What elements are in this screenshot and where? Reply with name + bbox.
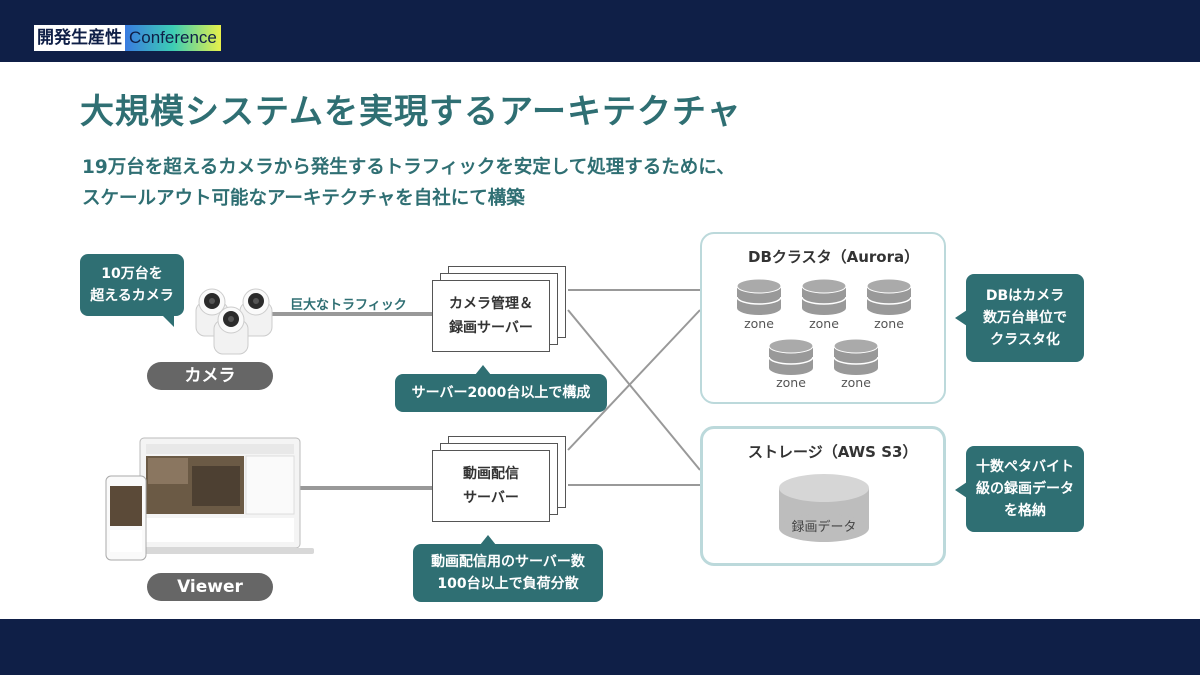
camera-server-stack: カメラ管理＆ 録画サーバー — [432, 266, 566, 352]
camera-count-callout-text: 10万台を 超えるカメラ — [90, 266, 174, 304]
db-cluster-callout-text: DBはカメラ 数万台単位で クラスタ化 — [983, 288, 1067, 348]
storage-cylinder-icon — [779, 474, 869, 542]
streaming-server-label: 動画配信 サーバー — [432, 450, 550, 522]
callout-tail — [480, 535, 496, 545]
zone-label: zone — [841, 375, 871, 390]
camera-icon — [195, 288, 273, 355]
streaming-server-label-text: 動画配信 サーバー — [463, 466, 519, 506]
camserver-to-storage-line — [567, 309, 701, 471]
db-cluster-callout: DBはカメラ 数万台単位で クラスタ化 — [966, 274, 1084, 362]
zone-label: zone — [809, 316, 839, 331]
storage-title: ストレージ（AWS S3） — [748, 443, 918, 461]
slide-title: 大規模システムを実現するアーキテクチャ — [80, 92, 742, 132]
db-cluster-title: DBクラスタ（Aurora） — [748, 248, 920, 266]
storage-callout: 十数ペタバイト 級の録画データ を格納 — [966, 446, 1084, 532]
zone-label: zone — [744, 316, 774, 331]
camera-server-callout-text: サーバー2000台以上で構成 — [411, 385, 591, 401]
callout-tail — [162, 315, 174, 327]
subtitle-line-1: 19万台を超えるカメラから発生するトラフィックを安定して処理するために、 — [82, 157, 735, 178]
streaming-server-callout: 動画配信用のサーバー数 100台以上で負荷分散 — [413, 544, 603, 602]
camera-label-pill: カメラ — [147, 362, 273, 390]
zone-label: zone — [874, 316, 904, 331]
subtitle-line-2: スケールアウト可能なアーキテクチャを自社にて構築 — [82, 188, 525, 209]
streamserver-to-db-line — [567, 309, 701, 451]
camera-server-callout: サーバー2000台以上で構成 — [395, 374, 607, 412]
callout-tail — [475, 365, 491, 375]
database-icon — [768, 338, 814, 375]
camera-server-label: カメラ管理＆ 録画サーバー — [432, 280, 550, 352]
database-icon — [801, 278, 847, 315]
server-sheet — [432, 280, 550, 352]
streaming-server-stack: 動画配信 サーバー — [432, 436, 566, 522]
database-icon — [866, 278, 912, 315]
logo-en: Conference — [125, 25, 221, 51]
db-cluster-group — [700, 232, 946, 404]
traffic-label: 巨大なトラフィック — [290, 298, 407, 313]
viewer-label-pill: Viewer — [147, 573, 273, 601]
database-icon — [736, 278, 782, 315]
slide-subtitle: 19万台を超えるカメラから発生するトラフィックを安定して処理するために、 スケー… — [82, 152, 735, 214]
zone-label: zone — [776, 375, 806, 390]
storage-callout-text: 十数ペタバイト 級の録画データ を格納 — [976, 459, 1074, 519]
camera-server-label-text: カメラ管理＆ 録画サーバー — [449, 296, 533, 336]
callout-tail — [955, 310, 967, 326]
viewer-device-icon — [105, 437, 314, 561]
callout-tail — [955, 482, 967, 498]
server-sheet — [432, 450, 550, 522]
storage-cylinder-label: 録画データ — [791, 520, 857, 535]
footer-bar — [0, 619, 1200, 675]
streaming-server-callout-text: 動画配信用のサーバー数 100台以上で負荷分散 — [431, 554, 585, 592]
database-icon — [833, 338, 879, 375]
camera-count-callout: 10万台を 超えるカメラ — [80, 254, 184, 316]
logo-jp: 開発生産性 — [34, 25, 125, 51]
conference-logo: 開発生産性 Conference — [34, 25, 221, 51]
